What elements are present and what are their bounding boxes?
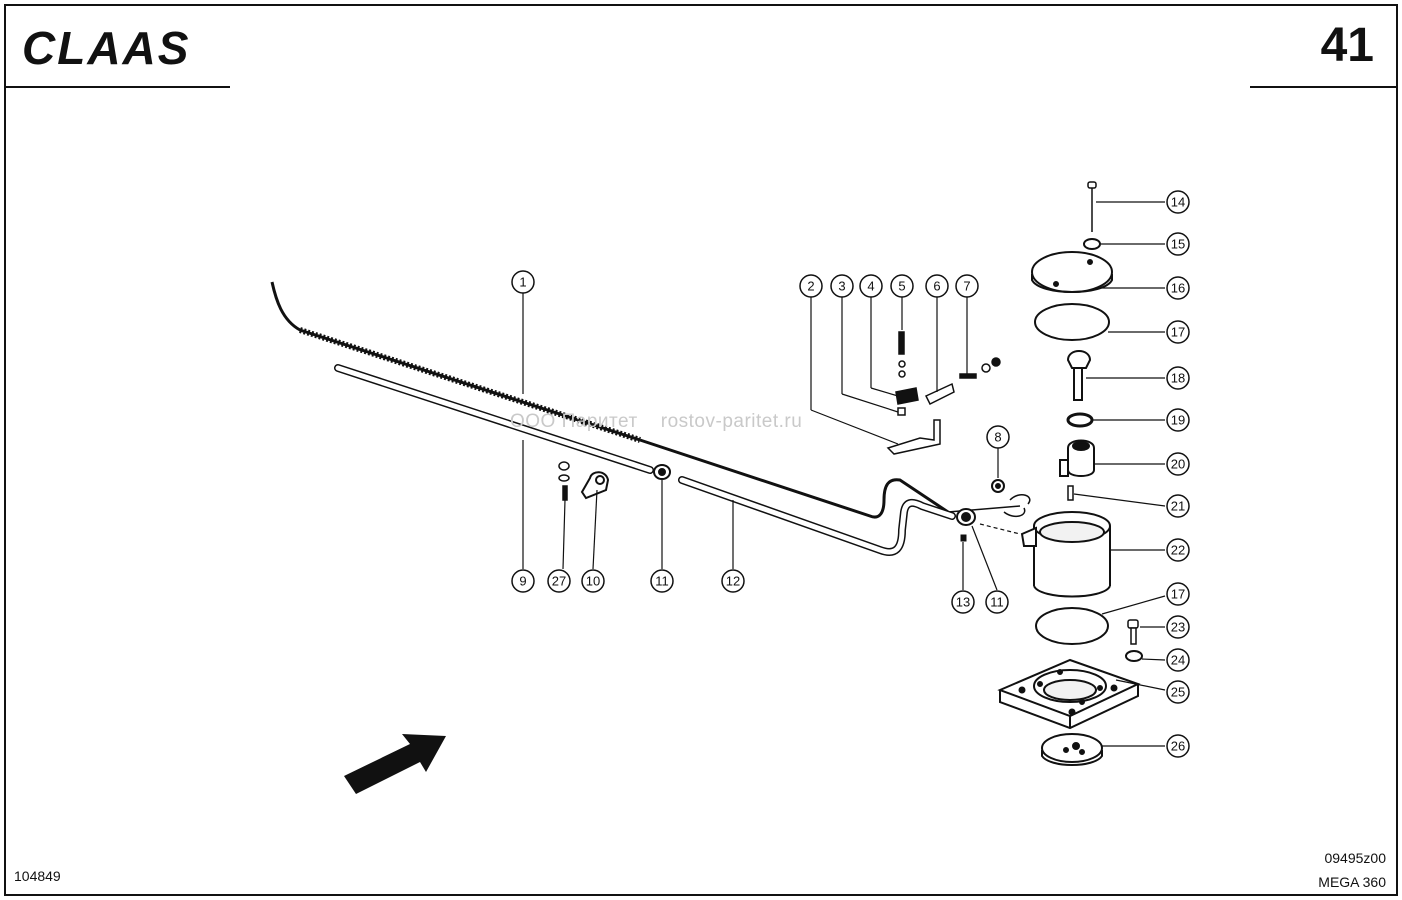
plate-25 [997, 658, 1141, 730]
callout-2: 2 [799, 274, 823, 298]
svg-text:14: 14 [1171, 195, 1185, 210]
gasket-17a [1034, 303, 1110, 341]
washer-19 [1066, 412, 1094, 428]
bolt-14 [1087, 181, 1097, 232]
svg-text:21: 21 [1171, 499, 1185, 514]
callout-13: 13 [951, 590, 975, 614]
callout-1: 1 [511, 270, 535, 294]
claas-logo: CLAAS [22, 22, 190, 74]
svg-text:23: 23 [1171, 620, 1185, 635]
nut-8 [991, 479, 1005, 493]
callout-15: 15 [1166, 232, 1190, 256]
bushing-20 [1059, 439, 1095, 477]
svg-text:10: 10 [586, 574, 600, 589]
bolt-23 [1127, 619, 1139, 645]
clamp-10 [580, 471, 610, 500]
callout-4: 4 [859, 274, 883, 298]
callout-27: 27 [547, 569, 571, 593]
callout-5: 5 [890, 274, 914, 298]
nipple-13 [960, 534, 967, 542]
svg-text:CLAAS: CLAAS [22, 22, 190, 74]
bolt-18 [1066, 350, 1092, 401]
callout-20: 20 [1166, 452, 1190, 476]
svg-text:5: 5 [898, 279, 905, 294]
callout-24: 24 [1166, 648, 1190, 672]
svg-text:19: 19 [1171, 413, 1185, 428]
flexible-cable [270, 281, 1031, 519]
leader-lines [522, 201, 1166, 747]
disc-26 [1041, 733, 1103, 766]
ref-code: 09495z00 [1324, 850, 1386, 866]
page-frame [4, 4, 1398, 896]
callout-23: 23 [1166, 615, 1190, 639]
callout-7: 7 [955, 274, 979, 298]
svg-text:12: 12 [726, 574, 740, 589]
callout-26: 26 [1166, 734, 1190, 758]
svg-text:2: 2 [807, 279, 814, 294]
washer-15 [1083, 238, 1101, 250]
svg-text:22: 22 [1171, 543, 1185, 558]
callout-25: 25 [1166, 680, 1190, 704]
svg-text:26: 26 [1171, 739, 1185, 754]
svg-text:17: 17 [1171, 325, 1185, 340]
callout-6: 6 [925, 274, 949, 298]
cover-16 [1031, 251, 1113, 293]
svg-text:11: 11 [990, 595, 1004, 610]
callout-12: 12 [721, 569, 745, 593]
svg-text:4: 4 [867, 279, 874, 294]
tube-9 [334, 364, 654, 474]
svg-text:17: 17 [1171, 587, 1185, 602]
svg-text:27: 27 [552, 574, 566, 589]
gasket-17b [1035, 607, 1109, 645]
tube-12 [678, 476, 956, 556]
svg-text:8: 8 [994, 430, 1001, 445]
model-name: MEGA 360 [1318, 874, 1386, 890]
callout-16: 16 [1166, 276, 1190, 300]
callout-22: 22 [1166, 538, 1190, 562]
callout-11b: 11 [985, 590, 1009, 614]
svg-text:16: 16 [1171, 281, 1185, 296]
housing-22 [1020, 511, 1111, 598]
svg-text:6: 6 [933, 279, 940, 294]
sleeve-11a [653, 464, 671, 480]
svg-text:24: 24 [1171, 653, 1185, 668]
sleeve-11b [956, 508, 976, 526]
svg-text:1: 1 [519, 275, 526, 290]
callout-18: 18 [1166, 366, 1190, 390]
svg-text:7: 7 [963, 279, 970, 294]
bolt-27 [558, 461, 570, 501]
page-number: 41 [1320, 19, 1374, 72]
header-rule-right [1250, 86, 1396, 88]
svg-text:15: 15 [1171, 237, 1185, 252]
callout-10: 10 [581, 569, 605, 593]
svg-text:3: 3 [838, 279, 845, 294]
callout-3: 3 [830, 274, 854, 298]
callout-17a: 17 [1166, 320, 1190, 344]
callout-11a: 11 [650, 569, 674, 593]
svg-text:20: 20 [1171, 457, 1185, 472]
svg-text:25: 25 [1171, 685, 1185, 700]
direction-arrow-icon [344, 734, 446, 794]
svg-text:18: 18 [1171, 371, 1185, 386]
washer-24 [1125, 650, 1143, 662]
bracket-assembly [886, 331, 1001, 455]
callouts: 1 2 3 4 5 6 7 8 9 27 10 11 12 13 11 14 1… [511, 190, 1190, 758]
header-rule-left [6, 86, 230, 88]
pin-21 [1067, 485, 1074, 501]
callout-17b: 17 [1166, 582, 1190, 606]
callout-21: 21 [1166, 494, 1190, 518]
svg-text:13: 13 [956, 595, 970, 610]
watermark: ООО Паритет rostov-paritet.ru [510, 411, 803, 432]
doc-id: 104849 [14, 868, 61, 884]
callout-14: 14 [1166, 190, 1190, 214]
svg-text:11: 11 [655, 574, 669, 589]
svg-text:9: 9 [519, 574, 526, 589]
callout-9: 9 [511, 569, 535, 593]
callout-8: 8 [986, 425, 1010, 449]
callout-19: 19 [1166, 408, 1190, 432]
